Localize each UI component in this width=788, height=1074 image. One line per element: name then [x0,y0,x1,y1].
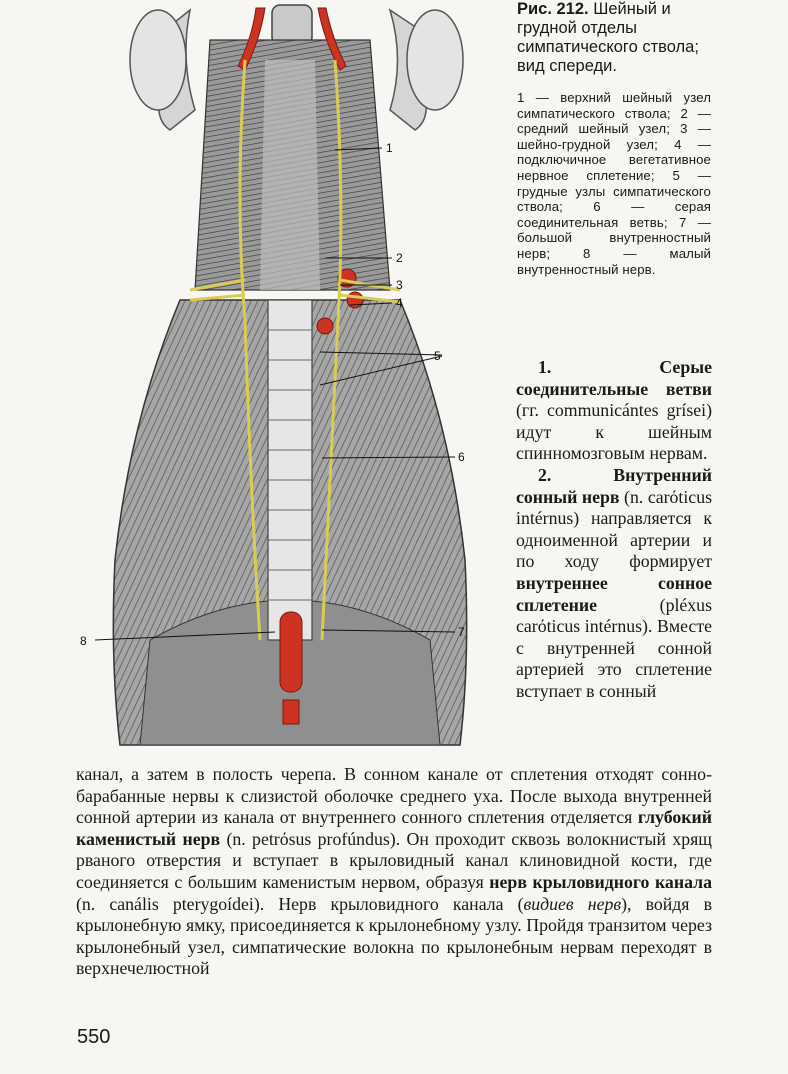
leader-lines [94,147,456,641]
term-deep-petrosal-nerve: глубокий каменистый нерв [76,807,712,849]
term-internal-carotid-plexus: внутреннее сонное сплетение [516,572,712,615]
term-vidian-nerve: видиев нерв [523,893,622,914]
spine [267,299,313,641]
main-body-text: канал, а затем в полость черепа. В сонно… [76,764,712,980]
skull-base [129,4,464,131]
figure-number: Рис. 212. [517,0,589,18]
p2-text-b: (pléxus carόticus intérnus). Вместе с вн… [516,594,712,701]
caption-title: Рис. 212. Шейный и грудной отделы симпат… [517,0,711,76]
label-8: 8 [80,634,87,648]
arteries [237,7,364,725]
term-internal-carotid-nerve: 2. Внутренний сонный нерв [516,464,712,507]
figure-labels: 1 2 3 4 5 6 7 8 [80,141,465,648]
label-7: 7 [458,625,465,639]
paragraph-1: 1. Серые соединительные ветви (гг. commu… [516,357,712,465]
label-5: 5 [434,349,441,363]
p2-text-a: (n. carόticus intérnus) направляется к о… [516,486,712,572]
sympathetic-trunks [189,59,401,641]
label-4: 4 [396,296,403,310]
side-column-text: 1. Серые соединительные ветви (гг. commu… [516,357,712,703]
term-grey-rami: 1. Серые соединительные ветви [516,357,712,399]
term-pterygoid-canal-nerve: нерв крыловидного канала [489,871,712,892]
body-text-3: (n. canális pterygoídei). Нерв крыловидн… [76,893,524,914]
sympathetic-trunk-drawing: 1 2 3 4 5 6 7 8 [80,4,468,746]
caption-title-text: Шейный и грудной отделы симпатического с… [517,0,699,75]
paragraph-2: 2. Внутренний сонный нерв (n. carόticus … [516,465,712,703]
label-6: 6 [458,450,465,464]
body-text-4: ), войдя в крылонебную ямку, присоединяе… [76,893,712,979]
label-1: 1 [386,141,393,155]
label-2: 2 [396,251,403,265]
page-number: 550 [77,1026,111,1048]
p1-text: (гг. communicántes grísei) идут к шейным… [516,400,712,464]
anatomical-illustration: 1 2 3 4 5 6 7 8 [60,0,515,760]
paragraph-3: канал, а затем в полость черепа. В сонно… [76,764,712,980]
caption-legend: 1 — верхний шейный узел симпатического с… [517,90,711,277]
label-3: 3 [396,278,403,292]
body-text-2: (n. petrόsus profúndus). Он проходит скв… [76,828,712,892]
neck-region [194,39,391,291]
body-text-1: канал, а затем в полость черепа. В сонно… [76,764,712,828]
figure-caption: Рис. 212. Шейный и грудной отделы симпат… [517,0,711,277]
